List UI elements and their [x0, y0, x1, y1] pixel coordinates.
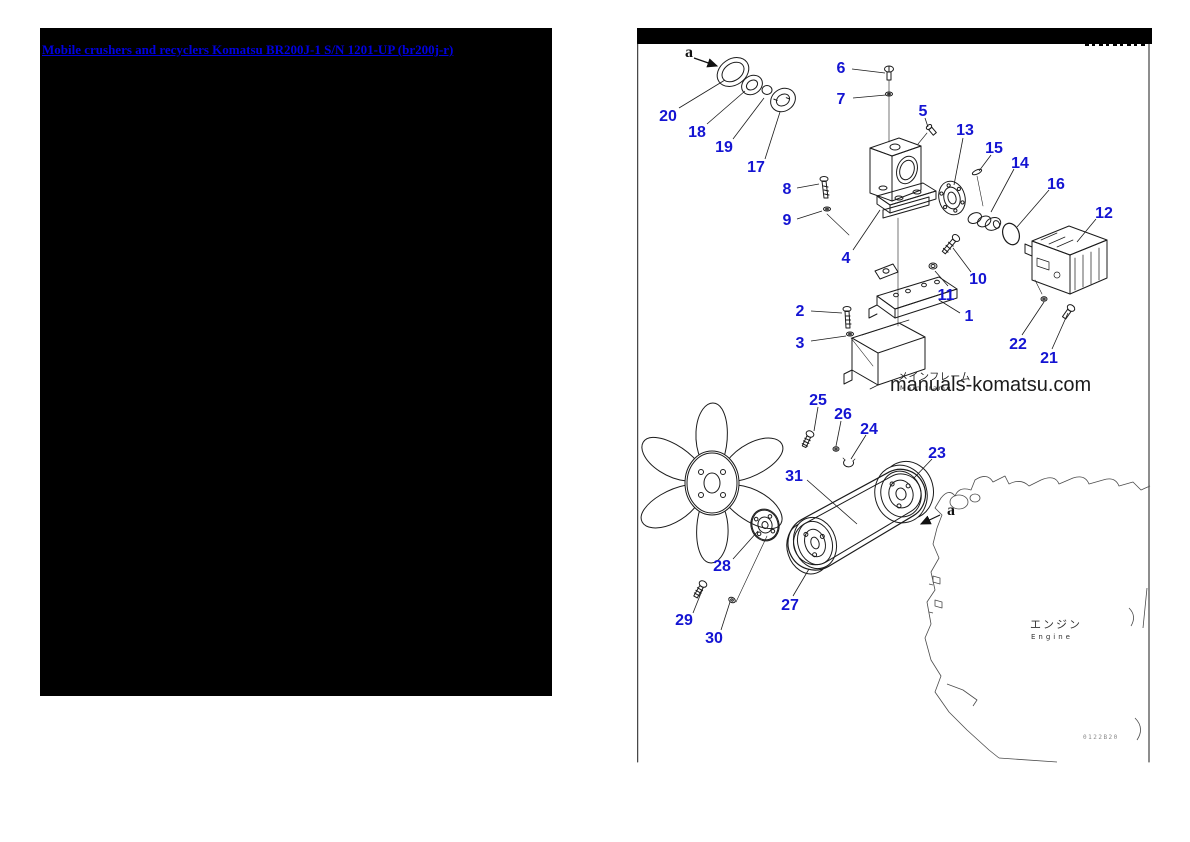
callout-4: 4: [842, 250, 851, 267]
callout-11: 11: [938, 287, 955, 304]
callout-7: 7: [837, 91, 846, 108]
crank-pulley-part: [874, 460, 934, 524]
view-arrows: [693, 57, 941, 525]
parts-diagram-page: メインフレーム Main frame エンジン Engine 0122B20 m…: [637, 28, 1152, 768]
callout-26: 26: [834, 406, 852, 423]
left-black-panel: Mobile crushers and recyclers Komatsu BR…: [40, 28, 552, 696]
callout-5: 5: [919, 103, 928, 120]
callout-17: 17: [747, 159, 765, 176]
callout-3: 3: [796, 335, 805, 352]
fan-hub-part: [693, 508, 780, 604]
callout-27: 27: [781, 597, 799, 614]
callout-18: 18: [688, 124, 706, 141]
callout-30: 30: [705, 630, 723, 647]
leader-lines: [678, 68, 1097, 631]
bolt-set-24-25-26: [801, 430, 856, 468]
washer-parts-group: [716, 57, 796, 113]
pulley-part: [786, 516, 838, 575]
main-frame-label-en: Main frame: [900, 384, 952, 392]
callout-8: 8: [783, 181, 792, 198]
view-labels: aa: [685, 44, 955, 519]
callout-14: 14: [1011, 155, 1029, 172]
callout-12: 12: [1095, 205, 1113, 222]
watermark: manuals-komatsu.com: [890, 374, 1091, 396]
view-label-a-1: a: [685, 44, 693, 61]
callout-16: 16: [1047, 176, 1065, 193]
callout-1: 1: [965, 308, 974, 325]
mount-bracket-part: [869, 65, 937, 219]
cropped-text-remnant: [1085, 44, 1145, 46]
callout-2: 2: [796, 303, 805, 320]
callout-22: 22: [1009, 336, 1027, 353]
manual-title-link[interactable]: Mobile crushers and recyclers Komatsu BR…: [42, 42, 454, 57]
controller-block-part: [1024, 225, 1108, 320]
callout-20: 20: [659, 108, 677, 125]
main-frame-label-jp: メインフレーム: [898, 371, 971, 383]
fan-part: [640, 402, 784, 564]
callout-9: 9: [783, 212, 792, 229]
bolt-washer-8-9: [819, 176, 850, 236]
callout-29: 29: [675, 612, 693, 629]
drawing-code: 0122B20: [1083, 734, 1119, 741]
callout-25: 25: [809, 392, 827, 409]
callout-13: 13: [956, 122, 974, 139]
view-label-a-2: a: [947, 502, 955, 519]
belt-part: [787, 468, 927, 571]
callout-21: 21: [1040, 350, 1058, 367]
diagram-top-bar: [637, 28, 1152, 44]
callout-24: 24: [860, 421, 878, 438]
callout-28: 28: [713, 558, 731, 575]
frame-bracket-part: [843, 319, 926, 390]
page-border: [637, 43, 1150, 763]
engine-label-jp: エンジン: [1030, 618, 1082, 631]
callout-23: 23: [928, 445, 946, 462]
bracket-parts-group: [842, 217, 961, 367]
callout-31: 31: [785, 468, 803, 485]
callout-6: 6: [837, 60, 846, 77]
callout-15: 15: [985, 140, 1003, 157]
damper-parts-group: [938, 168, 1021, 246]
callout-10: 10: [969, 271, 987, 288]
engine-outline-sketch: [924, 475, 1151, 763]
parts-diagram: メインフレーム Main frame エンジン Engine 0122B20 m…: [637, 28, 1152, 763]
callout-19: 19: [715, 139, 733, 156]
engine-label-en: Engine: [1031, 633, 1073, 641]
